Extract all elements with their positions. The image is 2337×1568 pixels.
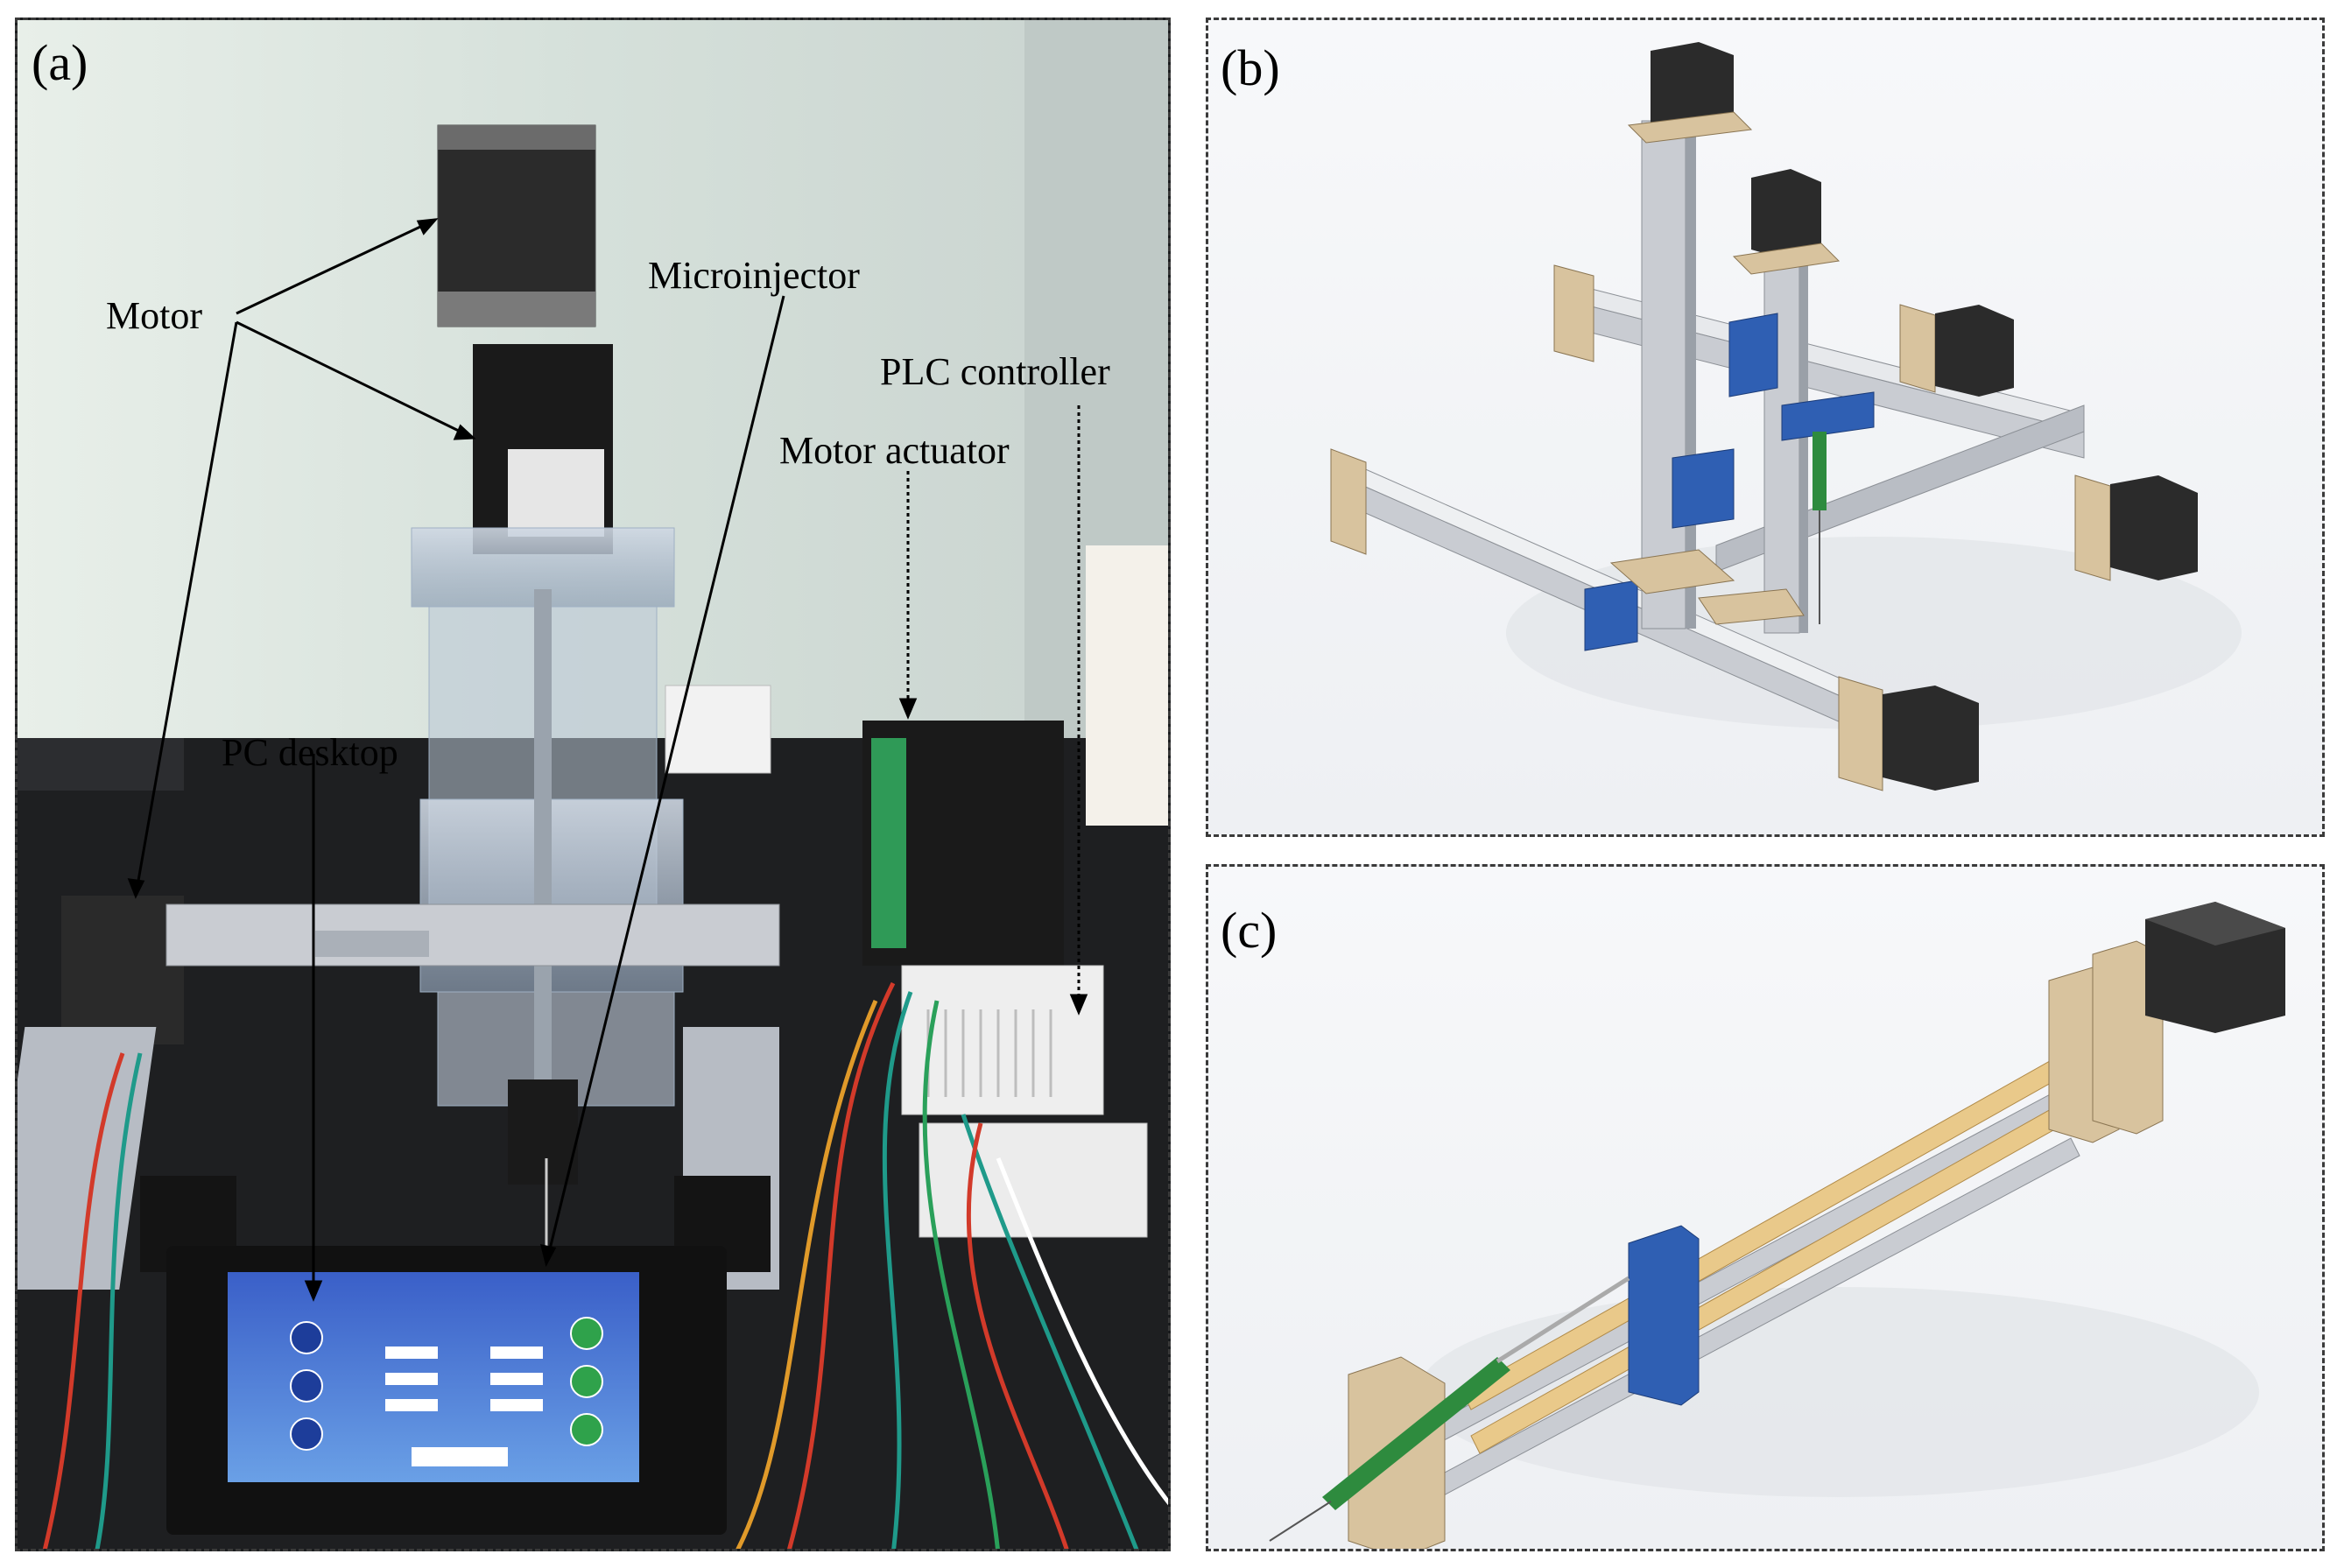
plc-controller-callout: PLC controller bbox=[880, 350, 1110, 393]
motor-left bbox=[61, 896, 184, 1044]
motor-rear bbox=[1935, 305, 2014, 397]
panel-c-render: (c) bbox=[1206, 864, 2325, 1551]
plc-box bbox=[901, 965, 1104, 1115]
slider-block bbox=[1628, 1225, 1700, 1406]
panel-a-label: (a) bbox=[32, 34, 88, 91]
motor-z-right bbox=[1751, 169, 1821, 261]
syringe-axis-render bbox=[1269, 902, 2285, 1549]
pc-desktop-callout: PC desktop bbox=[222, 731, 398, 774]
panel-b-render: (b) bbox=[1206, 18, 2325, 837]
panel-a-photo: (a) Motor Microinjector PLC controller M… bbox=[15, 18, 1171, 1551]
motor-callout: Motor bbox=[106, 294, 202, 337]
microinjector-callout: Microinjector bbox=[648, 254, 860, 297]
panel-b-label: (b) bbox=[1221, 39, 1280, 96]
motor-z-left bbox=[1651, 42, 1734, 134]
motor-right bbox=[2110, 475, 2198, 580]
panel-c-label: (c) bbox=[1221, 902, 1278, 959]
setup-photo bbox=[18, 20, 1168, 1549]
motor-front bbox=[1883, 686, 1979, 791]
motor-actuator-callout: Motor actuator bbox=[779, 429, 1010, 472]
slider-front bbox=[1584, 580, 1638, 651]
gantry-render bbox=[1330, 42, 2242, 791]
